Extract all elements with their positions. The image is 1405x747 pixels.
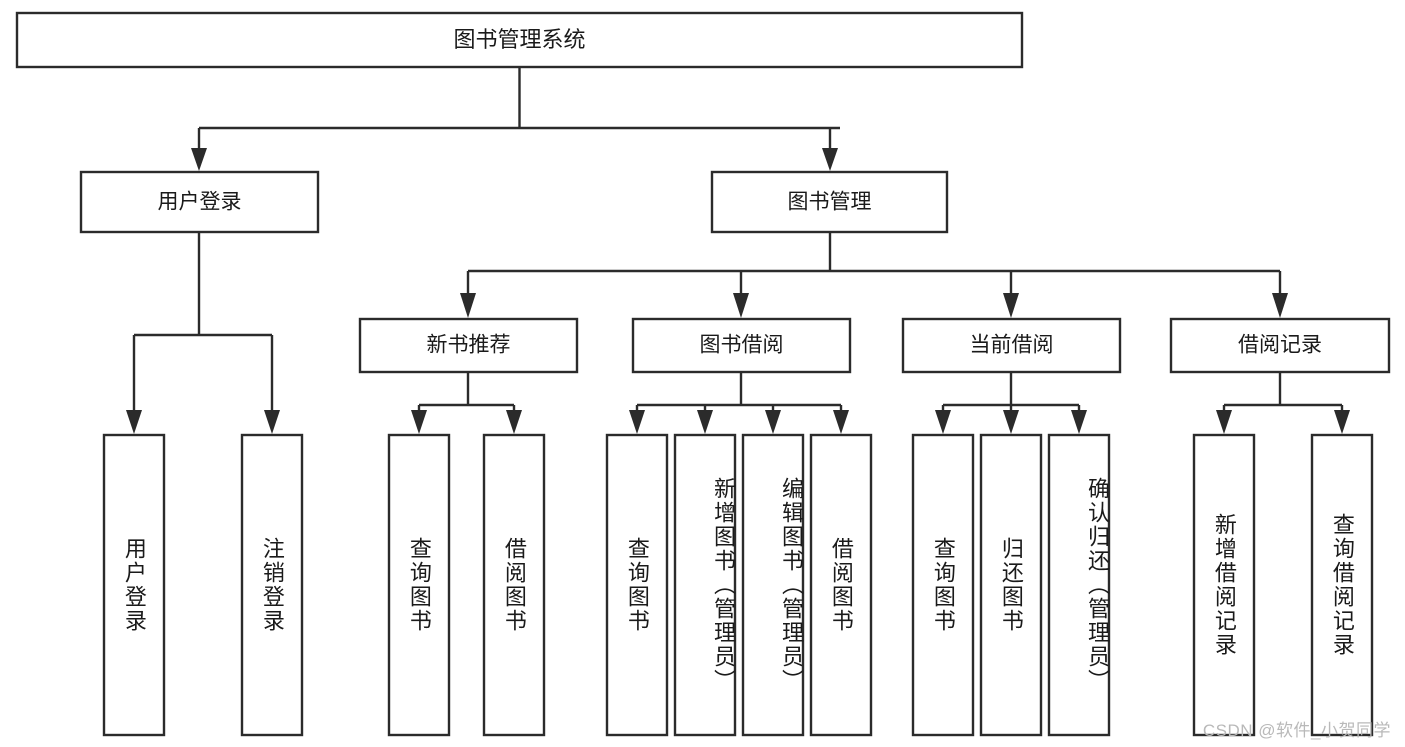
- arrow-head-new-book-recommend: [460, 293, 476, 318]
- node-leaf-edit-book[interactable]: [741, 433, 805, 737]
- node-user-login-label: 用户登录: [158, 191, 242, 214]
- node-user-login[interactable]: 用户登录: [79, 170, 320, 234]
- connector-root-to-level1: [191, 67, 840, 171]
- arrow-head-leaf-logout-login: [264, 410, 280, 434]
- node-leaf-add-record[interactable]: [1192, 433, 1256, 737]
- node-leaf-confirm-return[interactable]: [1047, 433, 1111, 737]
- node-leaf-user-login[interactable]: [102, 433, 166, 737]
- arrow-head-leaf-user-login: [126, 410, 142, 434]
- node-leaf-query-book-1[interactable]: [387, 433, 451, 737]
- arrow-head-leaf-query-record: [1334, 410, 1350, 434]
- arrow-head-current-borrow: [1003, 293, 1019, 318]
- node-leaf-borrow-book-1[interactable]: [482, 433, 546, 737]
- arrow-head-borrow-record: [1272, 293, 1288, 318]
- arrow-head-leaf-confirm-return: [1071, 410, 1087, 434]
- connector-current-borrow-to-leaves: [935, 372, 1087, 434]
- node-borrow-record[interactable]: 借阅记录: [1169, 317, 1391, 374]
- connector-book-borrow-to-leaves: [629, 372, 849, 434]
- arrow-head-leaf-add-book: [697, 410, 713, 434]
- node-book-borrow-label: 图书借阅: [700, 334, 784, 357]
- connector-user-login-to-leaves: [126, 232, 280, 434]
- arrow-head-book-manage: [822, 148, 838, 171]
- arrow-head-leaf-edit-book: [765, 410, 781, 434]
- connector-book-manage-to-level2: [460, 232, 1288, 318]
- watermark-text: CSDN @软件_小贺同学: [1202, 721, 1391, 740]
- arrow-head-leaf-borrow-book-2: [833, 410, 849, 434]
- node-new-book-recommend[interactable]: 新书推荐: [358, 317, 579, 374]
- arrow-head-user-login: [191, 148, 207, 171]
- node-leaf-logout-login[interactable]: [240, 433, 304, 737]
- node-book-borrow[interactable]: 图书借阅: [631, 317, 852, 374]
- arrow-head-leaf-query-book-2: [629, 410, 645, 434]
- node-new-book-recommend-label: 新书推荐: [427, 334, 511, 357]
- node-leaf-query-book-3[interactable]: [911, 433, 975, 737]
- node-leaf-borrow-book-2[interactable]: [809, 433, 873, 737]
- node-current-borrow-label: 当前借阅: [970, 334, 1054, 357]
- node-leaf-query-book-2[interactable]: [605, 433, 669, 737]
- arrow-head-leaf-query-book-1: [411, 410, 427, 434]
- arrow-head-leaf-borrow-book-1: [506, 410, 522, 434]
- node-leaf-query-record[interactable]: [1310, 433, 1374, 737]
- connector-new-book-recommend-to-leaves: [411, 372, 522, 434]
- node-root-system[interactable]: 图书管理系统: [15, 11, 1024, 69]
- node-current-borrow[interactable]: 当前借阅: [901, 317, 1122, 374]
- node-borrow-record-label: 借阅记录: [1238, 334, 1322, 357]
- arrow-head-leaf-add-record: [1216, 410, 1232, 434]
- arrow-head-leaf-query-book-3: [935, 410, 951, 434]
- connector-borrow-record-to-leaves: [1216, 372, 1350, 434]
- node-book-manage[interactable]: 图书管理: [710, 170, 949, 234]
- node-leaf-return-book[interactable]: [979, 433, 1043, 737]
- node-leaf-add-book[interactable]: [673, 433, 737, 737]
- node-book-manage-label: 图书管理: [788, 191, 872, 214]
- node-root-system-label: 图书管理系统: [453, 27, 585, 52]
- arrow-head-leaf-return-book: [1003, 410, 1019, 434]
- arrow-head-book-borrow: [733, 293, 749, 318]
